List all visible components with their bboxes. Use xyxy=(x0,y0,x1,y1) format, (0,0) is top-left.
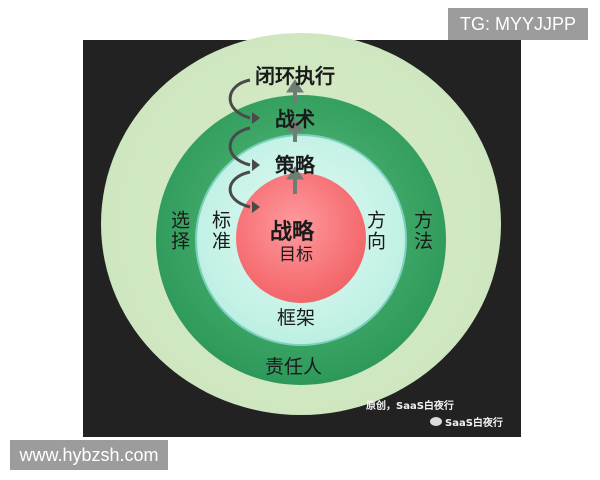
up-arrow-head-icon xyxy=(286,79,304,93)
green-left-label: 选择 xyxy=(168,210,190,252)
core-title: 战略 xyxy=(270,220,315,245)
wechat-icon xyxy=(430,417,442,426)
image-credit-watermark: 原创，SaaS白夜行 xyxy=(366,401,454,412)
green-bottom-label: 责任人 xyxy=(265,356,323,378)
inner-right-label: 方向 xyxy=(364,210,386,252)
label-policy: 策略 xyxy=(275,153,315,177)
inner-bottom-label: 框架 xyxy=(277,307,316,329)
up-arrow-head-icon xyxy=(286,166,304,180)
green-right-label: 方法 xyxy=(411,210,433,252)
loop-arrow-head-icon xyxy=(252,201,260,213)
loop-arrow-icon xyxy=(228,170,251,209)
label-tactics: 战术 xyxy=(275,107,315,131)
wechat-tag: SaaS白夜行 xyxy=(445,418,503,429)
core-subtitle: 目标 xyxy=(279,245,313,265)
loop-arrow-icon xyxy=(228,78,251,120)
label-closed-loop: 闭环执行 xyxy=(255,64,335,88)
loop-arrow-head-icon xyxy=(252,112,260,124)
core-circle xyxy=(236,173,366,303)
inner-ring xyxy=(195,134,407,346)
wechat-watermark: SaaS白夜行 xyxy=(430,414,503,429)
inner-left-label: 标准 xyxy=(209,210,231,252)
tg-badge: TG: MYYJJPP xyxy=(448,8,588,40)
loop-arrow-head-icon xyxy=(252,159,260,171)
loop-arrow-icon xyxy=(228,126,251,167)
site-url-badge[interactable]: www.hybzsh.com xyxy=(10,440,168,470)
up-arrow-head-icon xyxy=(286,118,304,132)
